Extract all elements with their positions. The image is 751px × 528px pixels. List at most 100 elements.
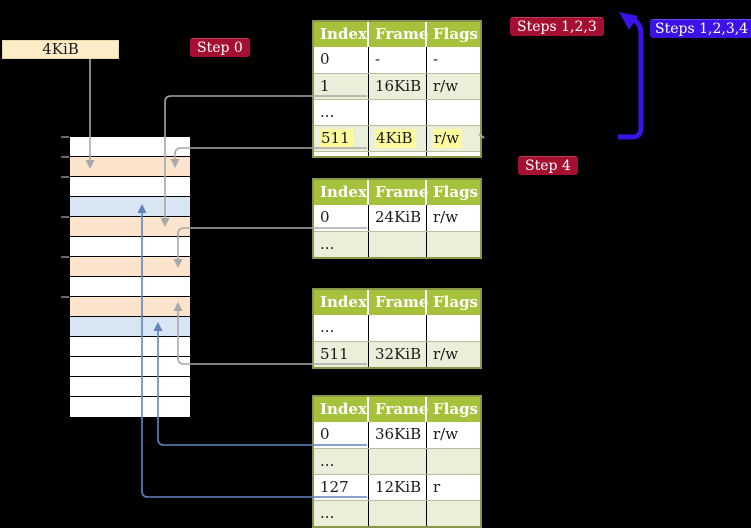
memory-cell-white bbox=[70, 237, 190, 257]
memory-cell-peach bbox=[70, 297, 190, 317]
column-header-flags: Flags bbox=[433, 183, 478, 201]
table-cell bbox=[369, 501, 427, 526]
table-cell: 36KiB bbox=[369, 422, 427, 448]
badge-steps-1-2-3-4-label: Steps 1,2,3,4 bbox=[655, 21, 749, 37]
memory-cell-white bbox=[70, 357, 190, 377]
badge-steps-1-2-3-4: Steps 1,2,3,4 bbox=[650, 19, 751, 38]
table-cell bbox=[427, 501, 480, 526]
column-header-flags: Flags bbox=[433, 25, 478, 43]
loopback-arrow-shaft bbox=[618, 16, 644, 140]
badge-steps-1-2-3-label: Steps 1,2,3 bbox=[517, 19, 597, 35]
table-cell: 4KiB bbox=[369, 126, 427, 151]
table-cell bbox=[427, 449, 480, 474]
memory-cell-white bbox=[70, 397, 190, 417]
table-cell bbox=[427, 152, 480, 156]
clipped-row bbox=[314, 151, 480, 156]
column-header-index: Index bbox=[314, 290, 369, 315]
table-cell: 0 bbox=[314, 47, 369, 73]
table-cell bbox=[369, 315, 427, 341]
badge-step-4-label: Step 4 bbox=[525, 158, 571, 174]
table-cell bbox=[369, 449, 427, 474]
table-row: ... bbox=[314, 315, 480, 341]
highlighted-value: 511 bbox=[320, 129, 353, 148]
table-cell: - bbox=[369, 47, 427, 73]
table-row: ... bbox=[314, 500, 480, 526]
column-header-frame: Frame bbox=[369, 180, 428, 205]
badge-step-0-label: Step 0 bbox=[197, 40, 243, 56]
memory-cell-white bbox=[70, 337, 190, 357]
column-header-index: Index bbox=[314, 397, 369, 422]
memory-cell-white bbox=[70, 137, 190, 157]
table-row: 0-- bbox=[314, 47, 480, 73]
column-header-frame: Frame bbox=[369, 22, 428, 47]
table-cell: r/w bbox=[433, 77, 459, 95]
loopback-arrowhead-icon bbox=[619, 12, 638, 30]
memory-cell-white bbox=[70, 177, 190, 197]
table-cell: r/w bbox=[427, 126, 480, 151]
column-header-frame: Frame bbox=[369, 290, 428, 315]
table-cell: ... bbox=[314, 315, 369, 341]
table-cell: 511 bbox=[314, 342, 369, 367]
badge-step-4: Step 4 bbox=[518, 156, 578, 175]
table-cell bbox=[427, 100, 480, 125]
table-cell: ... bbox=[314, 501, 369, 526]
table-cell: 24KiB bbox=[369, 205, 427, 231]
column-header-frame: Frame bbox=[369, 397, 428, 422]
table-cell bbox=[369, 232, 427, 257]
table-cell: 1 bbox=[314, 74, 369, 99]
table-cell: 12KiB bbox=[369, 475, 427, 500]
memory-cell-blue bbox=[70, 197, 190, 217]
table-row: ... bbox=[314, 231, 480, 257]
table-cell: ... bbox=[314, 232, 369, 257]
table-cell bbox=[427, 232, 480, 257]
badge-steps-1-2-3: Steps 1,2,3 bbox=[510, 17, 604, 36]
stack-tick-marks bbox=[61, 136, 69, 298]
column-header-flags: Flags bbox=[433, 293, 478, 311]
table-cell: r/w bbox=[433, 208, 459, 226]
memory-cell-peach bbox=[70, 257, 190, 277]
memory-cell-peach bbox=[70, 217, 190, 237]
table-cell: 127 bbox=[314, 475, 369, 500]
table-cell: ... bbox=[314, 100, 369, 125]
table-cell bbox=[314, 152, 369, 156]
table-cell: 0 bbox=[314, 422, 369, 448]
table-cell: r/w bbox=[433, 425, 459, 443]
highlighted-value: r/w bbox=[433, 129, 463, 148]
table-cell: r bbox=[433, 478, 441, 496]
table-cell: 32KiB bbox=[369, 342, 427, 367]
column-header-flags: Flags bbox=[433, 400, 478, 418]
table-cell bbox=[427, 315, 480, 341]
column-header-index: Index bbox=[314, 22, 369, 47]
table-cell: 511 bbox=[314, 126, 369, 151]
table-row: 511 4KiB r/w bbox=[314, 125, 480, 151]
page-size-label: 4KiB bbox=[42, 40, 79, 58]
table-row: ... bbox=[314, 448, 480, 474]
table-cell bbox=[369, 152, 427, 156]
highlighted-value: 4KiB bbox=[375, 129, 416, 148]
memory-cell-white bbox=[70, 377, 190, 397]
column-header-index: Index bbox=[314, 180, 369, 205]
table-cell: ... bbox=[314, 449, 369, 474]
table-cell bbox=[369, 100, 427, 125]
table-cell: 16KiB bbox=[369, 74, 427, 99]
table-cell: - bbox=[433, 50, 439, 68]
badge-step-0: Step 0 bbox=[190, 38, 250, 57]
memory-cell-peach bbox=[70, 157, 190, 177]
table-row: ... bbox=[314, 99, 480, 125]
table-cell: 0 bbox=[314, 205, 369, 231]
memory-stack bbox=[69, 136, 191, 418]
